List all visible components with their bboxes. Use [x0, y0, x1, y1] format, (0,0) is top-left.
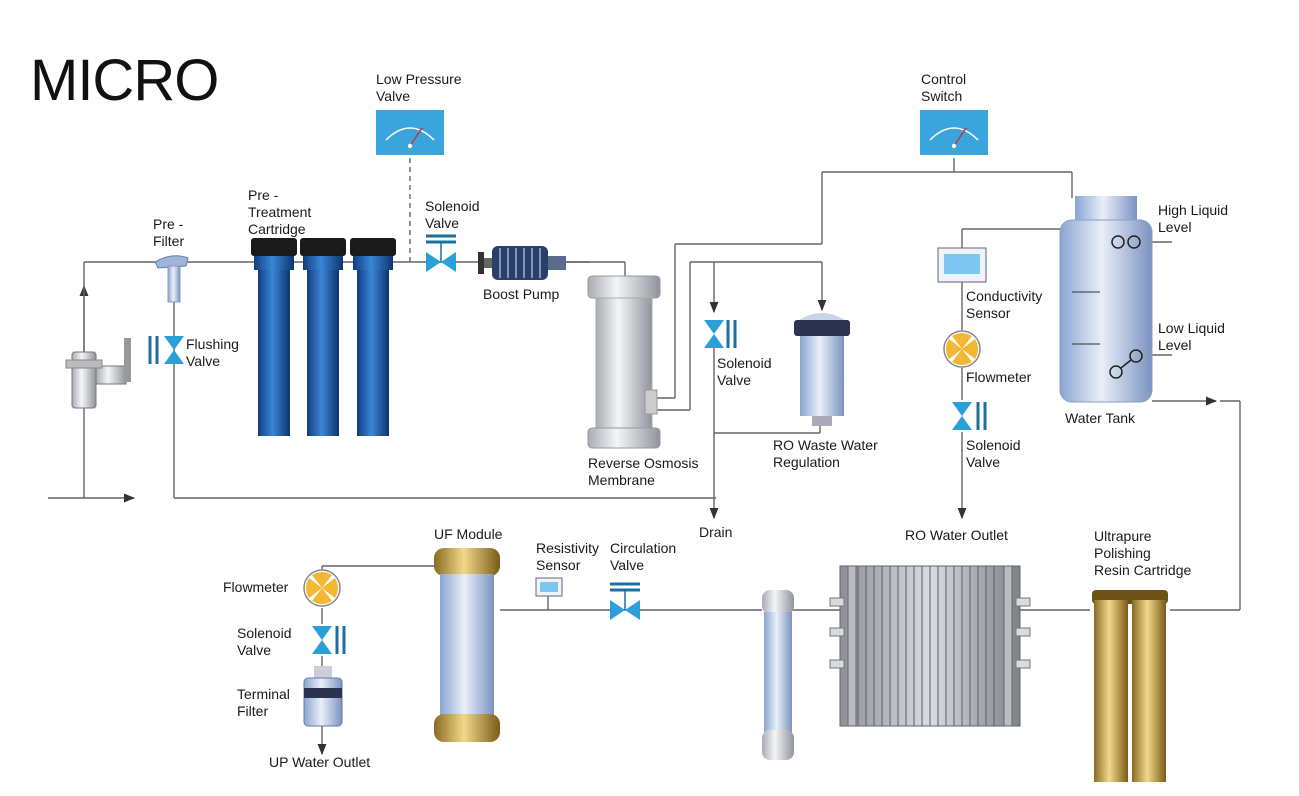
circulation-valve-icon	[610, 582, 640, 620]
ro-membrane-icon	[587, 275, 661, 449]
water-tank-icon	[1059, 196, 1153, 403]
uf-module-icon	[434, 548, 500, 742]
flowmeter-top-icon	[943, 330, 981, 368]
inlet-ball-valve-icon	[65, 338, 131, 409]
label-boost-pump: Boost Pump	[483, 286, 560, 302]
label-flowmeter-top: Flowmeter	[966, 369, 1032, 385]
low-pressure-gauge-icon	[376, 110, 444, 155]
label-pre-filter: Pre -Filter	[153, 216, 185, 249]
edi-stack-icon	[829, 565, 1031, 727]
terminal-filter-icon	[303, 666, 343, 727]
solenoid-valve-right-icon	[952, 402, 987, 430]
ro-waste-regulation-icon	[794, 313, 850, 426]
ultrapure-resin-cartridge-icon	[1092, 590, 1168, 782]
brand-title: MICRO	[30, 48, 219, 113]
conductivity-sensor-icon	[937, 247, 987, 283]
pre-treatment-cartridges	[251, 238, 396, 436]
solenoid-valve-bottom-icon	[312, 626, 346, 654]
label-drain: Drain	[699, 524, 733, 540]
pipes	[48, 158, 1241, 756]
solenoid-valve-top-icon	[426, 234, 456, 272]
label-ro-outlet: RO Water Outlet	[905, 527, 1008, 543]
flushing-valve-icon	[148, 336, 184, 364]
label-flowmeter-bottom: Flowmeter	[223, 579, 289, 595]
label-uf-module: UF Module	[434, 526, 503, 542]
pre-filter-icon	[154, 255, 189, 303]
solenoid-valve-mid-icon	[704, 320, 737, 348]
resistivity-sensor-icon	[535, 577, 563, 597]
boost-pump-icon	[478, 246, 566, 280]
control-switch-gauge-icon	[920, 110, 988, 155]
label-water-tank: Water Tank	[1065, 410, 1136, 426]
cartridge-small-icon	[762, 590, 794, 760]
flowmeter-bottom-icon	[303, 569, 341, 607]
label-up-outlet: UP Water Outlet	[269, 754, 371, 770]
